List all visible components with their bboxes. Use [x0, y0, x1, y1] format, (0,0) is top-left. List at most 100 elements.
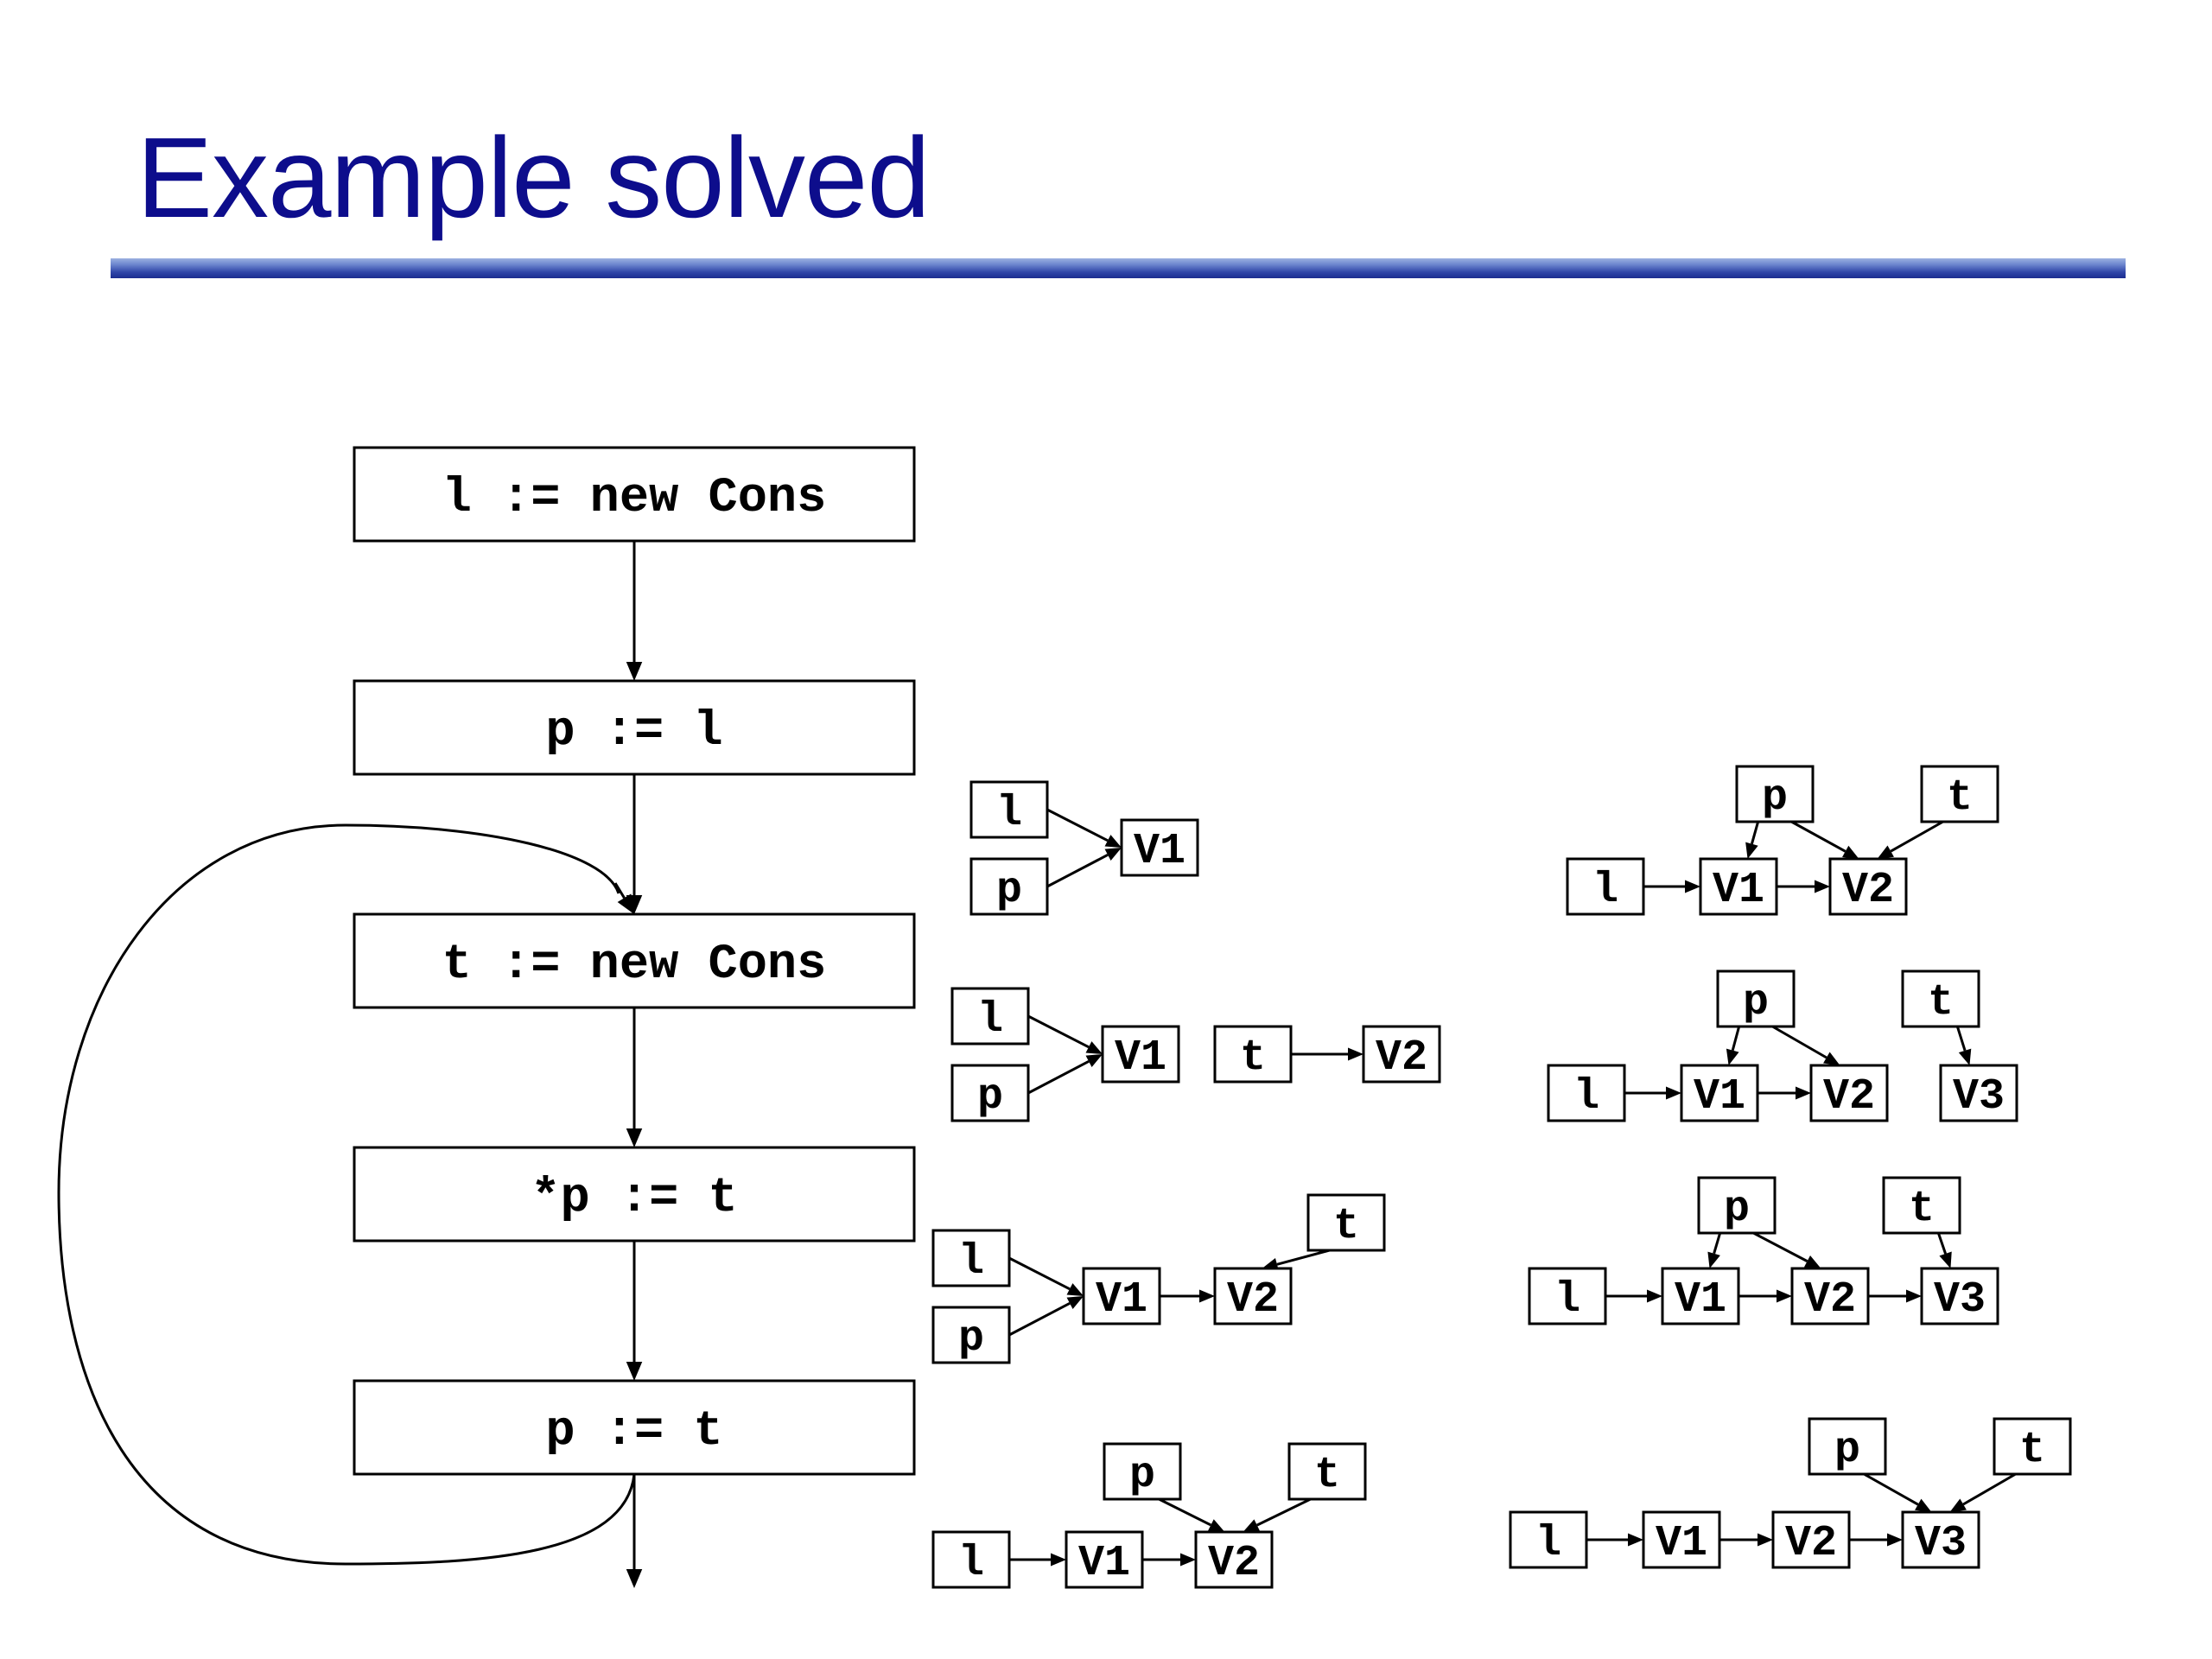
node-label: p [1762, 773, 1788, 823]
edge-l-to-v1 [1046, 808, 1122, 848]
node-label: V1 [1675, 1275, 1726, 1325]
edge-l-to-v1 [1586, 1533, 1643, 1547]
node-p: p [969, 857, 1049, 916]
edge-p-to-v2 [1158, 1497, 1225, 1532]
edge-t-to-v2 [1291, 1047, 1363, 1061]
node-label: V2 [1785, 1519, 1837, 1568]
node-v1: V1 [1661, 1267, 1740, 1325]
node-p: p [1103, 1442, 1182, 1501]
statement-text: p := l [545, 704, 722, 760]
graph-8: p t l V1 V2 V3 [1509, 1417, 2072, 1569]
node-v1: V1 [1642, 1510, 1721, 1569]
node-label: t [1240, 1033, 1266, 1083]
node-label: t [1333, 1202, 1359, 1251]
statement-text: *p := t [531, 1171, 737, 1226]
node-l: l [1509, 1510, 1588, 1569]
node-v3: V3 [1920, 1267, 1999, 1325]
node-v2: V2 [1790, 1267, 1870, 1325]
edge-l-to-v1 [1009, 1553, 1066, 1567]
flow-edge [626, 1241, 643, 1381]
edge-p-to-v1 [1046, 848, 1122, 888]
node-label: l [1535, 1519, 1561, 1568]
edge-p-to-v2 [1752, 1231, 1821, 1268]
node-v2: V2 [1809, 1064, 1889, 1122]
node-label: V1 [1115, 1033, 1166, 1083]
graph-4: p t l V1 V2 [931, 1442, 1367, 1589]
graph-2: lp V1 t V2 [950, 987, 1441, 1122]
graph-6: p t l V1 V2 V3 [1547, 969, 2018, 1122]
node-label: V3 [1953, 1072, 2005, 1122]
edge-v1-to-v2 [1738, 1289, 1792, 1303]
edge-p-to-v2 [1790, 820, 1859, 859]
node-label: V1 [1134, 827, 1185, 876]
node-p: p [1735, 765, 1815, 823]
node-label: l [996, 789, 1022, 838]
node-v2: V2 [1213, 1267, 1293, 1325]
node-v1: V1 [1120, 818, 1199, 877]
node-p: p [931, 1306, 1011, 1364]
node-label: V2 [1842, 866, 1894, 915]
edge-t-to-v3 [1955, 1026, 1972, 1065]
node-v1: V1 [1680, 1064, 1759, 1122]
edge-t-to-v2 [1877, 820, 1944, 859]
node-p: p [950, 1064, 1030, 1122]
edge-v2-to-v3 [1849, 1533, 1903, 1547]
node-p: p [1697, 1176, 1777, 1235]
node-label: V1 [1713, 866, 1764, 915]
node-v1: V1 [1065, 1530, 1144, 1589]
node-label: t [1947, 773, 1973, 823]
edge-l-to-v1 [1643, 880, 1700, 893]
node-label: p [1834, 1426, 1860, 1475]
node-l: l [950, 987, 1030, 1046]
edge-l-to-v1 [1027, 1014, 1103, 1054]
node-label: V2 [1376, 1033, 1427, 1083]
node-label: p [958, 1314, 984, 1363]
node-t: t [1920, 765, 1999, 823]
edge-v1-to-v2 [1758, 1086, 1811, 1100]
stmt-p-assign-l: p := l [353, 679, 916, 776]
statement-text: t := new Cons [442, 938, 827, 993]
node-t: t [1306, 1193, 1386, 1252]
node-label: t [1928, 978, 1954, 1027]
flow-exit-edge [626, 1474, 643, 1588]
statement-text: p := t [545, 1404, 722, 1459]
flow-edge [626, 774, 643, 914]
node-t: t [1901, 969, 1980, 1028]
node-v1: V1 [1699, 857, 1778, 916]
node-label: p [1129, 1451, 1155, 1500]
edge-t-to-v3 [1949, 1472, 2017, 1512]
node-l: l [1528, 1267, 1607, 1325]
node-l: l [1566, 857, 1645, 916]
node-label: p [1743, 978, 1769, 1027]
node-label: l [1592, 866, 1618, 915]
stmt-p-assign-t: p := t [353, 1379, 916, 1476]
flow-edge [626, 1007, 643, 1147]
node-label: V2 [1804, 1275, 1856, 1325]
node-label: p [996, 866, 1022, 915]
node-v2: V2 [1194, 1530, 1274, 1589]
node-v1: V1 [1082, 1267, 1161, 1325]
node-l: l [1547, 1064, 1626, 1122]
edge-v1-to-v2 [1160, 1289, 1215, 1303]
edge-v2-to-v3 [1868, 1289, 1922, 1303]
node-label: l [958, 1539, 984, 1588]
node-label: V1 [1096, 1275, 1147, 1325]
node-label: V3 [1915, 1519, 1967, 1568]
title-underline [111, 258, 2126, 278]
node-label: V1 [1078, 1539, 1130, 1588]
stmt-deref-p-assign-t: *p := t [353, 1146, 916, 1243]
node-l: l [969, 780, 1049, 839]
edge-t-to-v3 [1936, 1232, 1952, 1268]
edge-p-to-v1 [1707, 1232, 1722, 1268]
edge-p-to-v1 [1726, 1026, 1741, 1065]
node-label: t [1314, 1451, 1340, 1500]
edge-l-to-v1 [1605, 1289, 1662, 1303]
node-v1: V1 [1101, 1025, 1180, 1084]
node-label: V3 [1934, 1275, 1986, 1325]
stmt-t-new-cons: t := new Cons [353, 912, 916, 1009]
node-v3: V3 [1939, 1064, 2018, 1122]
node-label: V1 [1656, 1519, 1707, 1568]
node-t: t [1993, 1417, 2072, 1476]
